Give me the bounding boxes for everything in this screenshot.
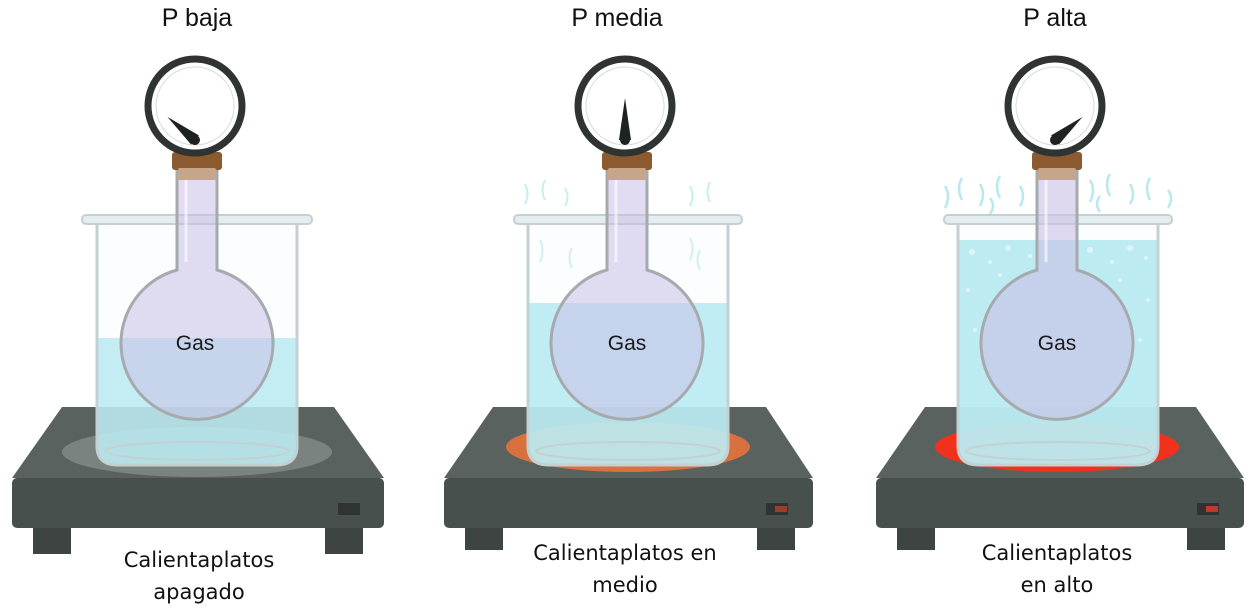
panel-medium-title: P media: [571, 4, 662, 32]
caption-high-line2: en alto: [1021, 573, 1094, 597]
caption-medium-line1: Calientaplatos en: [533, 541, 717, 565]
panel-medium-pressure: P media Gas: [444, 4, 813, 597]
gas-label-high: Gas: [1038, 332, 1077, 355]
caption-low-line1: Calientaplatos: [124, 548, 275, 572]
hotplate-switch-high: [1206, 506, 1218, 512]
gauge-needle-medium: [619, 98, 631, 145]
panel-low-title: P baja: [162, 4, 233, 32]
panel-low-pressure: P baja Gas: [12, 4, 384, 604]
heat-wisps-medium: [524, 179, 711, 271]
panel-high-title: P alta: [1023, 4, 1087, 32]
hotplate-switch-medium: [775, 506, 787, 512]
pressure-gauge-high: [1004, 55, 1106, 157]
gas-label-medium: Gas: [608, 332, 647, 355]
flask-low: [119, 152, 275, 421]
gauge-needle-high: [1050, 116, 1083, 145]
flask-medium: [549, 152, 705, 421]
panel-high-pressure: P alta: [876, 4, 1244, 597]
gauge-needle-low: [167, 116, 200, 145]
gas-label-low: Gas: [176, 332, 215, 355]
pressure-gauge-medium: [574, 55, 676, 157]
boiling-bubbles: [966, 245, 1150, 342]
flask-high: [979, 152, 1135, 421]
caption-high-line1: Calientaplatos: [982, 541, 1133, 565]
caption-medium-line2: medio: [592, 573, 657, 597]
caption-low-line2: apagado: [153, 580, 244, 604]
heat-wisps-high: [943, 173, 1173, 215]
hotplate-switch-low: [338, 503, 360, 515]
pressure-gauge-low: [144, 55, 246, 157]
